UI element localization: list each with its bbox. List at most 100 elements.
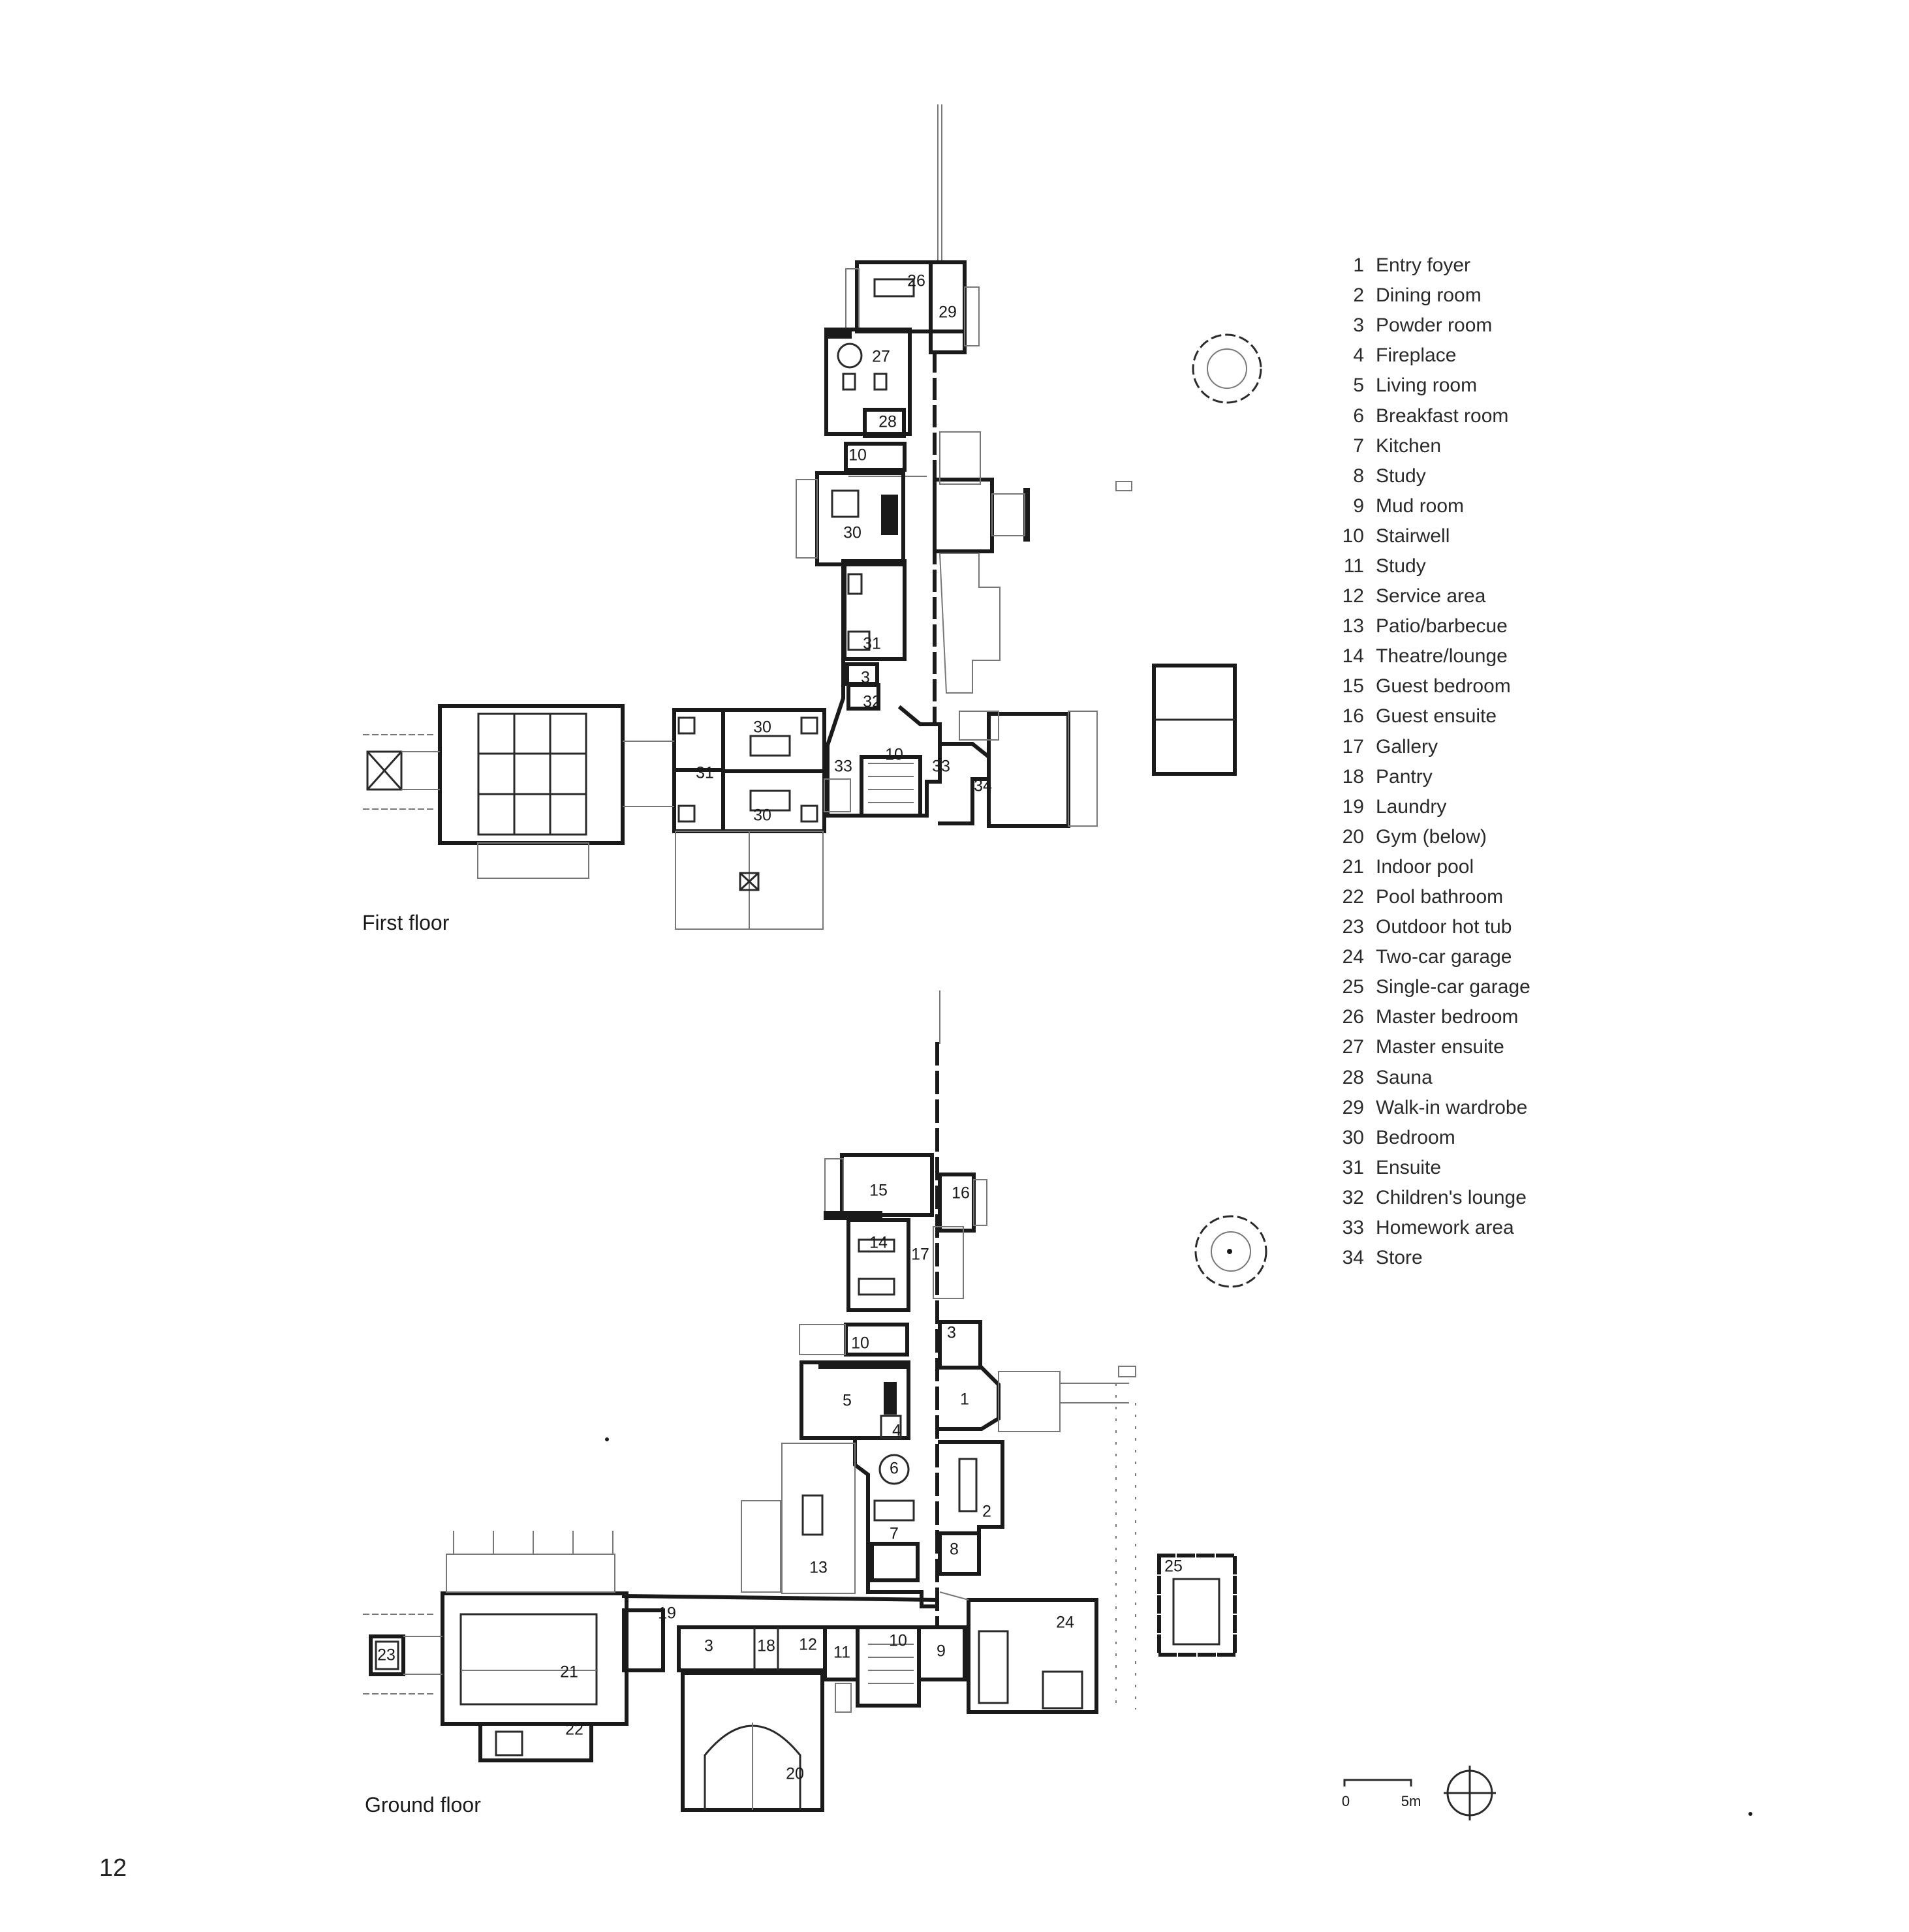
room-label: 5 (843, 1392, 852, 1410)
legend-item-label: Study (1376, 555, 1426, 577)
legend-item: 22 Pool bathroom (1331, 882, 1671, 912)
room-label: 30 (753, 718, 771, 737)
legend-item-number: 25 (1342, 976, 1364, 998)
legend-item-number: 12 (1342, 585, 1364, 607)
legend-item-label: Entry foyer (1376, 254, 1471, 277)
legend-item-label: Laundry (1376, 795, 1447, 818)
scale-bar-start-label: 0 (1342, 1793, 1350, 1809)
legend-item-number: 31 (1342, 1156, 1364, 1178)
legend-item-number: 8 (1353, 465, 1364, 487)
legend-item-label: Walk-in wardrobe (1376, 1096, 1528, 1118)
legend-item-label: Master ensuite (1376, 1036, 1504, 1058)
legend-item: 24 Two-car garage (1331, 942, 1671, 972)
legend-item-label: Kitchen (1376, 435, 1442, 457)
legend-item-number: 9 (1353, 495, 1364, 517)
first-floor-room-labels: 26 29 27 28 10 30 31 3 32 30 31 30 10 33… (696, 272, 992, 825)
legend-item: 8 Study (1331, 461, 1671, 491)
legend-item: 14 Theatre/lounge (1331, 641, 1671, 671)
room-label: 29 (939, 303, 957, 322)
legend-item-number: 20 (1342, 825, 1364, 848)
legend-item-label: Ensuite (1376, 1156, 1442, 1178)
legend-item-label: Stairwell (1376, 525, 1450, 547)
room-label: 3 (947, 1324, 956, 1342)
legend-item: 20 Gym (below) (1331, 822, 1671, 852)
legend-item-number: 6 (1353, 405, 1364, 427)
room-label: 26 (907, 272, 925, 290)
legend-item-label: Service area (1376, 585, 1486, 607)
north-arrow-icon (1444, 1766, 1496, 1820)
room-label: 4 (892, 1422, 901, 1440)
room-label: 3 (861, 669, 870, 687)
legend-item: 9 Mud room (1331, 491, 1671, 521)
legend-item-label: Children's lounge (1376, 1186, 1527, 1208)
legend-item-label: Study (1376, 465, 1426, 487)
legend-item-number: 28 (1342, 1066, 1364, 1088)
room-label: 24 (1056, 1614, 1074, 1632)
room-label: 28 (878, 413, 897, 431)
legend-item-number: 32 (1342, 1186, 1364, 1208)
legend-item-label: Master bedroom (1376, 1006, 1519, 1028)
legend-item-label: Guest bedroom (1376, 675, 1511, 698)
legend-item: 21 Indoor pool (1331, 852, 1671, 882)
legend-item: 12 Service area (1331, 581, 1671, 611)
legend-item-label: Theatre/lounge (1376, 645, 1508, 667)
legend-item: 32 Children's lounge (1331, 1183, 1671, 1213)
scale-bar: 0 5m (1342, 1779, 1421, 1809)
legend-item-number: 17 (1342, 735, 1364, 758)
legend-item-number: 1 (1353, 254, 1364, 277)
room-label: 3 (704, 1637, 713, 1655)
legend-item: 33 Homework area (1331, 1213, 1671, 1243)
ground-floor-caption: Ground floor (365, 1793, 481, 1817)
legend-item-label: Outdoor hot tub (1376, 916, 1512, 938)
legend-item-number: 21 (1342, 855, 1364, 878)
legend-item-number: 14 (1342, 645, 1364, 667)
page-number: 12 (99, 1854, 127, 1882)
legend-item-number: 33 (1342, 1217, 1364, 1239)
legend-item-number: 11 (1343, 555, 1364, 577)
room-label: 33 (932, 758, 950, 776)
legend-item-label: Pantry (1376, 765, 1433, 788)
legend-item-number: 22 (1342, 886, 1364, 908)
legend-item-number: 5 (1353, 375, 1364, 397)
legend-item-number: 24 (1342, 946, 1364, 968)
legend-item-label: Store (1376, 1247, 1423, 1269)
legend-item-label: Homework area (1376, 1217, 1514, 1239)
room-label: 10 (885, 746, 903, 764)
legend-item-label: Sauna (1376, 1066, 1433, 1088)
room-label: 13 (809, 1559, 828, 1577)
legend-item-label: Bedroom (1376, 1126, 1455, 1148)
ground-floor-plan (363, 990, 1267, 1812)
legend-item-label: Powder room (1376, 314, 1493, 337)
legend-item-number: 30 (1342, 1126, 1364, 1148)
room-label: 25 (1164, 1557, 1183, 1576)
room-label: 6 (890, 1460, 899, 1478)
room-label: 8 (950, 1541, 959, 1559)
legend-item-number: 4 (1353, 345, 1364, 367)
legend-item: 28 Sauna (1331, 1063, 1671, 1093)
legend-item-label: Gym (below) (1376, 825, 1487, 848)
legend-item-label: Single-car garage (1376, 976, 1530, 998)
legend-item-label: Two-car garage (1376, 946, 1512, 968)
room-label: 30 (753, 806, 771, 825)
legend-item-label: Pool bathroom (1376, 886, 1504, 908)
legend-item: 31 Ensuite (1331, 1153, 1671, 1183)
legend-item-label: Mud room (1376, 495, 1465, 517)
room-label: 33 (834, 758, 852, 776)
room-label: 23 (377, 1646, 396, 1664)
legend-item-label: Indoor pool (1376, 855, 1474, 878)
legend-item-number: 16 (1342, 705, 1364, 728)
first-floor-caption: First floor (362, 911, 450, 934)
legend-item: 1 Entry foyer (1331, 251, 1671, 281)
legend-item: 25 Single-car garage (1331, 972, 1671, 1002)
room-label: 10 (851, 1334, 869, 1353)
